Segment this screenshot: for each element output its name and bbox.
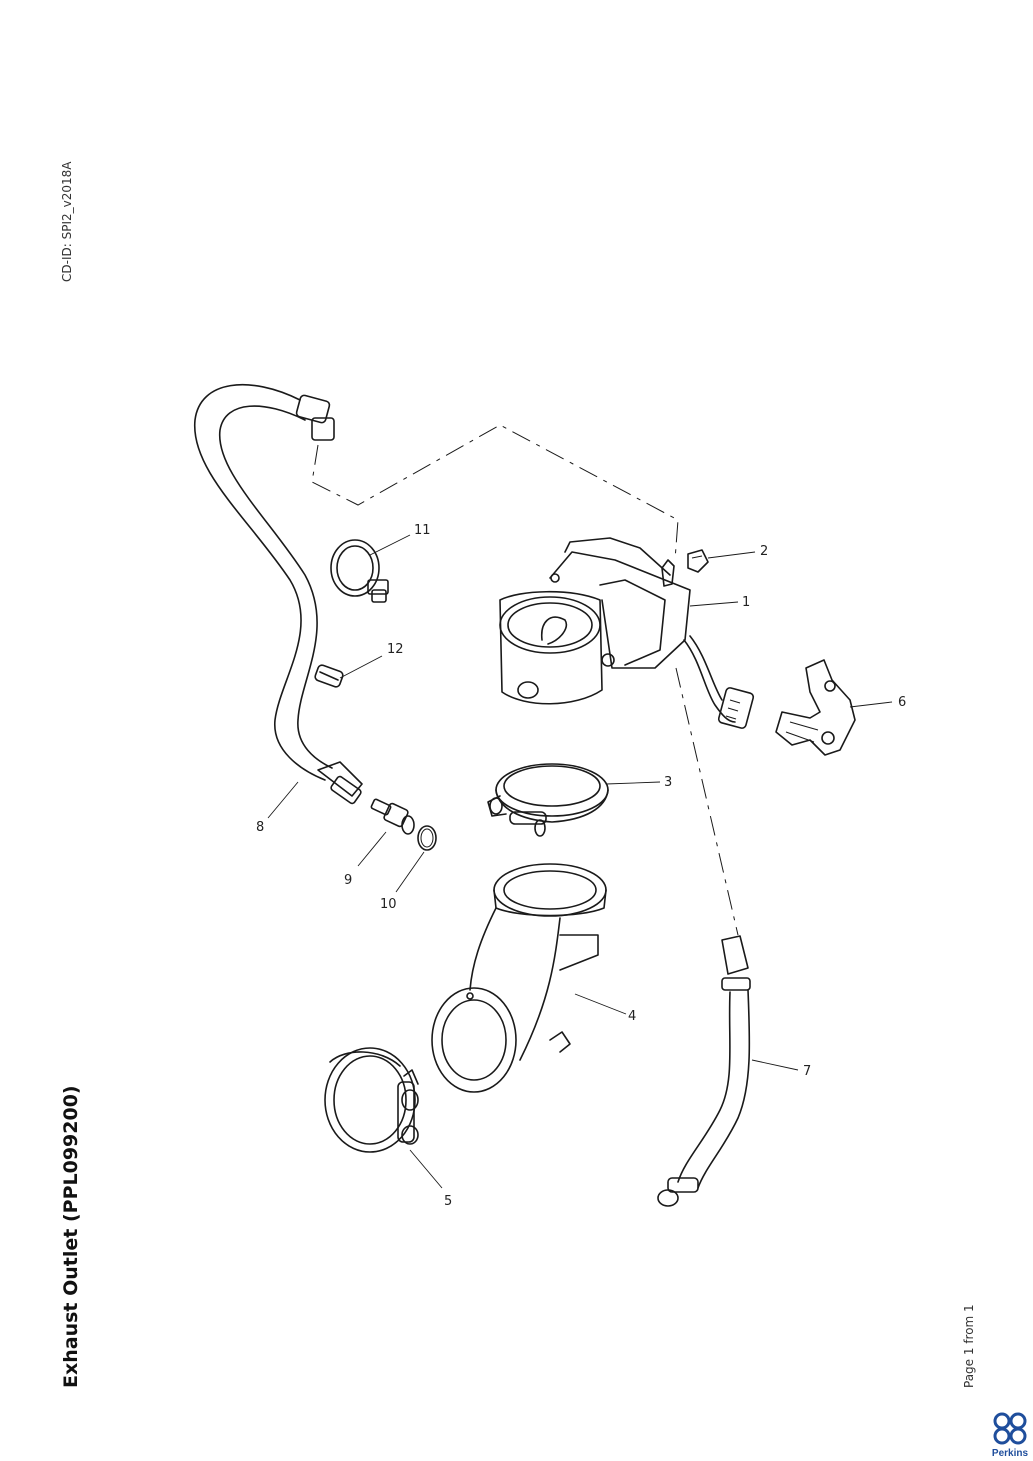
part-10-oring (417, 825, 437, 851)
part-6-bracket (775, 659, 856, 756)
callout-12: 12 (387, 642, 404, 657)
part-5-clamp (324, 1047, 419, 1153)
connection-line-upper (311, 424, 679, 561)
leader-lines (267, 534, 893, 1189)
callout-5: 5 (444, 1194, 452, 1209)
connection-line-right (675, 667, 739, 936)
callout-3: 3 (664, 775, 672, 790)
part-2-sensor (687, 549, 709, 573)
part-1-valve-body (499, 537, 755, 729)
part-12-clip (314, 664, 344, 688)
part-4-elbow (431, 863, 607, 1093)
callout-1: 1 (742, 595, 750, 610)
perkins-logo: Perkins (992, 1412, 1029, 1459)
part-7-hose (657, 935, 751, 1207)
part-11-clamp (330, 539, 389, 603)
callout-9: 9 (344, 873, 352, 888)
part-3-vband-clamp (487, 763, 609, 837)
part-9-fitting (370, 798, 415, 835)
callout-4: 4 (628, 1009, 636, 1024)
callout-8: 8 (256, 820, 264, 835)
callout-11: 11 (414, 523, 431, 538)
callout-6: 6 (898, 695, 906, 710)
callout-7: 7 (803, 1064, 811, 1079)
brand-name: Perkins (992, 1448, 1029, 1459)
part-8-hose (194, 383, 363, 805)
callout-2: 2 (760, 544, 768, 559)
callout-10: 10 (380, 897, 397, 912)
